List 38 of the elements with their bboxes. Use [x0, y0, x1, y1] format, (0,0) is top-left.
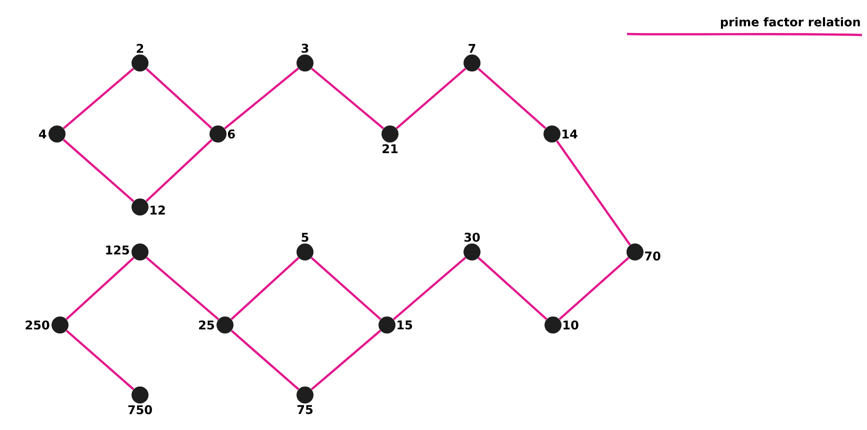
node-label: 6 — [228, 129, 235, 139]
node-label: 12 — [150, 206, 165, 214]
connector — [62, 68, 134, 130]
node-label: 125 — [106, 245, 129, 255]
node-label: 7 — [468, 44, 476, 53]
node-label: 25 — [199, 320, 214, 330]
connector — [230, 257, 300, 320]
node-label: 30 — [464, 232, 480, 242]
node-label: 250 — [26, 320, 50, 330]
connector — [558, 256, 630, 320]
node-label: 3 — [302, 44, 308, 53]
node-label: 70 — [645, 251, 660, 261]
node-label: 4 — [39, 130, 46, 138]
connector — [310, 68, 384, 130]
connector — [392, 256, 466, 320]
connector — [62, 138, 134, 202]
connector — [66, 330, 134, 390]
connector — [556, 140, 631, 246]
node-label: 5 — [302, 232, 308, 242]
connector — [310, 330, 382, 390]
connector — [146, 139, 212, 202]
connector — [146, 256, 220, 320]
node-label: 2 — [136, 44, 144, 53]
connector — [396, 68, 466, 130]
connector — [230, 330, 300, 390]
connector — [478, 68, 546, 130]
connector — [224, 68, 299, 130]
node-label: 750 — [128, 405, 152, 414]
connector — [146, 68, 212, 129]
node-label: 10 — [564, 320, 578, 330]
node-label: 14 — [562, 130, 578, 138]
connector — [66, 257, 134, 320]
connector — [310, 256, 382, 320]
node-label: 21 — [382, 144, 398, 154]
node-label: 15 — [398, 320, 412, 330]
node-label: 75 — [297, 405, 313, 414]
legend-entry: prime factor relation — [626, 17, 862, 36]
connector — [478, 257, 548, 320]
